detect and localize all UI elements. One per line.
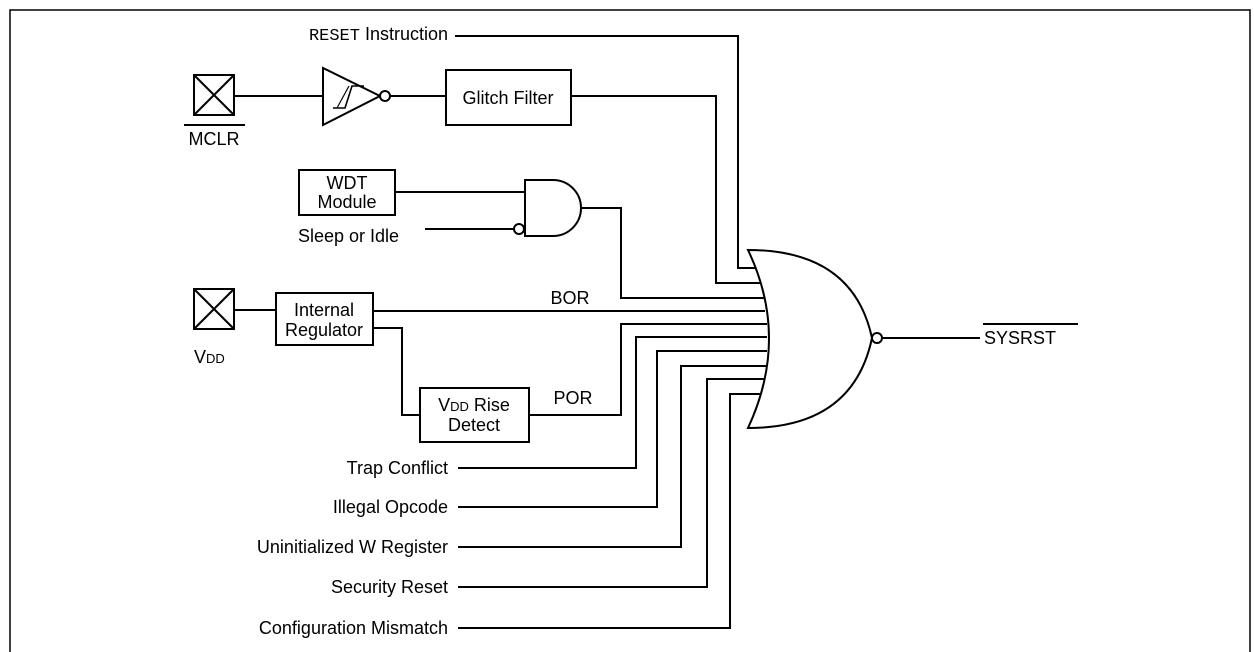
glitch-filter-block — [445, 69, 572, 126]
nor-gate-icon — [746, 248, 883, 430]
vdd-label: VDD — [194, 347, 225, 367]
and-gate-output-wire — [581, 207, 765, 299]
mclr-pin-icon — [193, 74, 235, 116]
por-wire — [529, 323, 767, 416]
glitch-filter-label: Glitch Filter — [462, 88, 553, 108]
and-gate-icon — [513, 179, 582, 237]
glitch-filter-wire — [571, 95, 765, 284]
regulator-label-line1: Internal — [294, 300, 354, 320]
vdd-rise-detect-block — [419, 387, 530, 443]
uninitialized-w-wire — [458, 365, 767, 548]
trap-conflict-label: Trap Conflict — [347, 458, 448, 478]
reset-instruction-label: RESET Instruction — [309, 24, 448, 46]
illegal-opcode-label: Illegal Opcode — [333, 497, 448, 517]
sysrst-label: SYSRST — [984, 328, 1056, 348]
reset-instruction-wire — [455, 35, 760, 269]
configuration-mismatch-wire — [458, 393, 767, 629]
regulator-to-rise-detect-wire — [373, 327, 420, 416]
regulator-label-line2: Regulator — [285, 320, 363, 340]
figure-frame — [9, 9, 1251, 652]
bor-label: BOR — [550, 288, 589, 308]
configuration-mismatch-label: Configuration Mismatch — [259, 618, 448, 638]
sleep-idle-label: Sleep or Idle — [298, 226, 399, 246]
schmitt-trigger-inverter-icon — [322, 66, 391, 127]
security-reset-label: Security Reset — [331, 577, 448, 597]
illegal-opcode-wire — [458, 350, 767, 508]
uninitialized-w-label: Uninitialized W Register — [257, 537, 448, 557]
trap-conflict-wire — [458, 336, 767, 469]
rise-detect-label-line1: VDD Rise — [438, 395, 510, 415]
wdt-module-block — [298, 169, 396, 216]
internal-regulator-block — [275, 292, 374, 346]
mclr-label: MCLR — [188, 129, 239, 149]
rise-detect-label-line2: Detect — [448, 415, 500, 435]
wdt-label-line2: Module — [317, 192, 376, 212]
vdd-pin-icon — [193, 288, 235, 330]
por-label: POR — [553, 388, 592, 408]
wdt-label-line1: WDT — [327, 173, 368, 193]
security-reset-wire — [458, 378, 767, 588]
